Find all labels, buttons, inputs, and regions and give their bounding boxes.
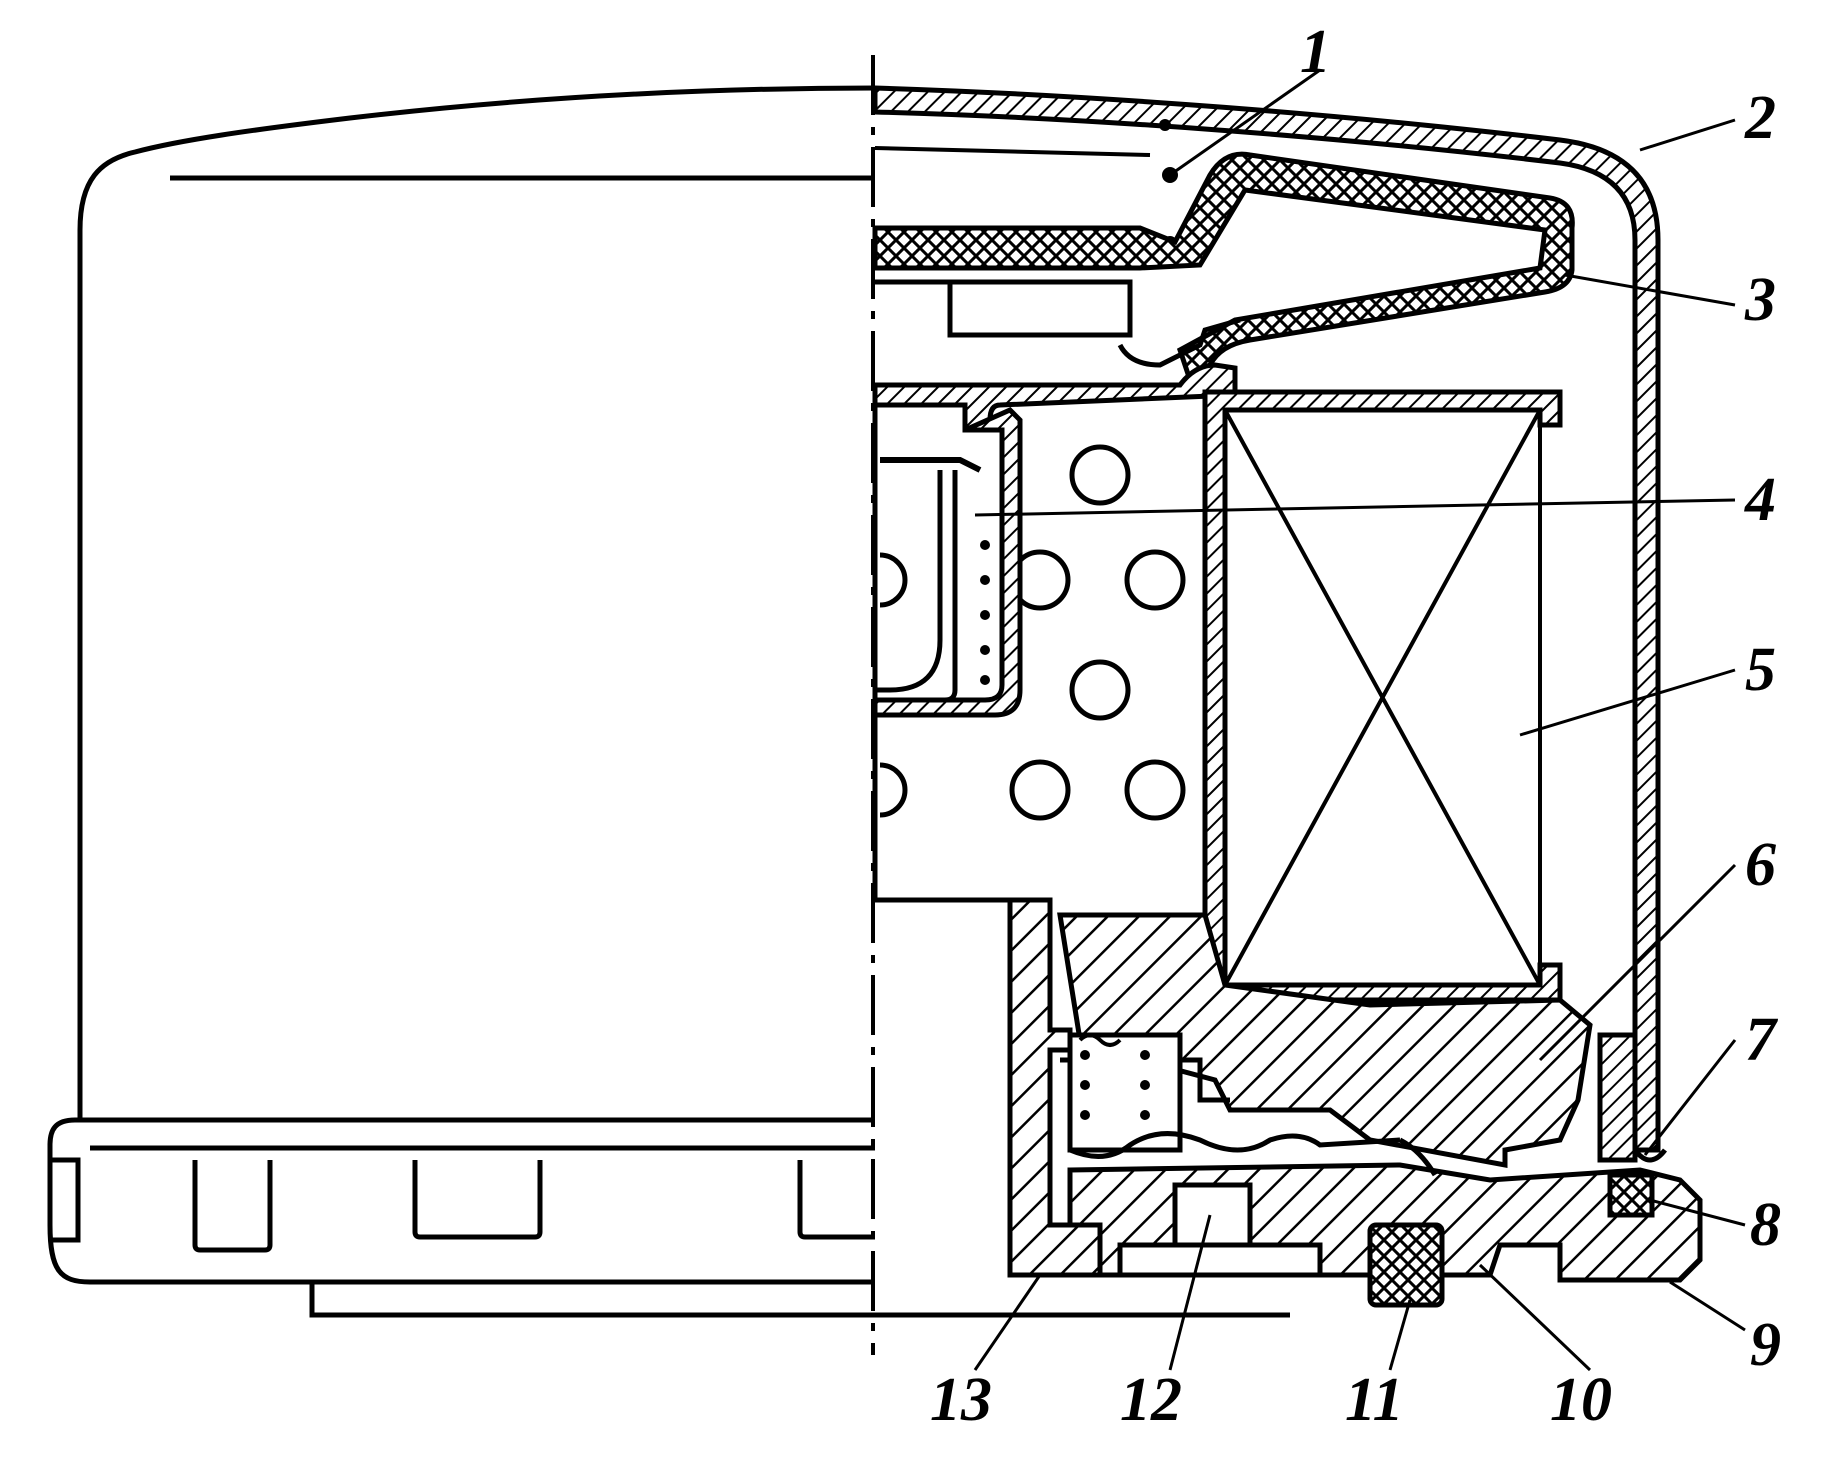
callout-12: 12 xyxy=(1120,1366,1182,1434)
callout-1: 1 xyxy=(1300,18,1331,86)
threaded-boss xyxy=(1007,897,1103,1278)
callout-2: 2 xyxy=(1744,84,1776,152)
anti-drain-valve xyxy=(872,151,1575,385)
vent-dots xyxy=(1159,119,1178,250)
base-plate xyxy=(1057,912,1593,1169)
check-valve xyxy=(1067,1032,1438,1177)
crimp-seal xyxy=(1597,1032,1667,1218)
center-tube xyxy=(872,400,1186,910)
callout-7: 7 xyxy=(1745,1006,1779,1074)
callout-10: 10 xyxy=(1550,1366,1612,1434)
callout-4: 4 xyxy=(1744,466,1776,534)
callout-5: 5 xyxy=(1745,636,1776,704)
callout-3: 3 xyxy=(1744,266,1776,334)
base-plate-exterior xyxy=(47,1117,1290,1318)
center-tube-flange xyxy=(872,362,1238,433)
canister-exterior xyxy=(77,85,876,1123)
callouts: 1 2 3 4 5 6 7 8 9 10 11 12 13 xyxy=(930,18,1781,1434)
outer-gasket xyxy=(1367,1222,1445,1308)
bypass-valve xyxy=(872,407,1023,718)
callout-8: 8 xyxy=(1750,1191,1781,1259)
callout-11: 11 xyxy=(1345,1366,1404,1434)
callout-6: 6 xyxy=(1745,831,1776,899)
leader-lines xyxy=(973,68,1746,1372)
callout-9: 9 xyxy=(1750,1311,1781,1379)
filter-element xyxy=(1202,389,1563,1003)
housing-shell xyxy=(872,85,1661,1153)
callout-13: 13 xyxy=(930,1366,992,1434)
